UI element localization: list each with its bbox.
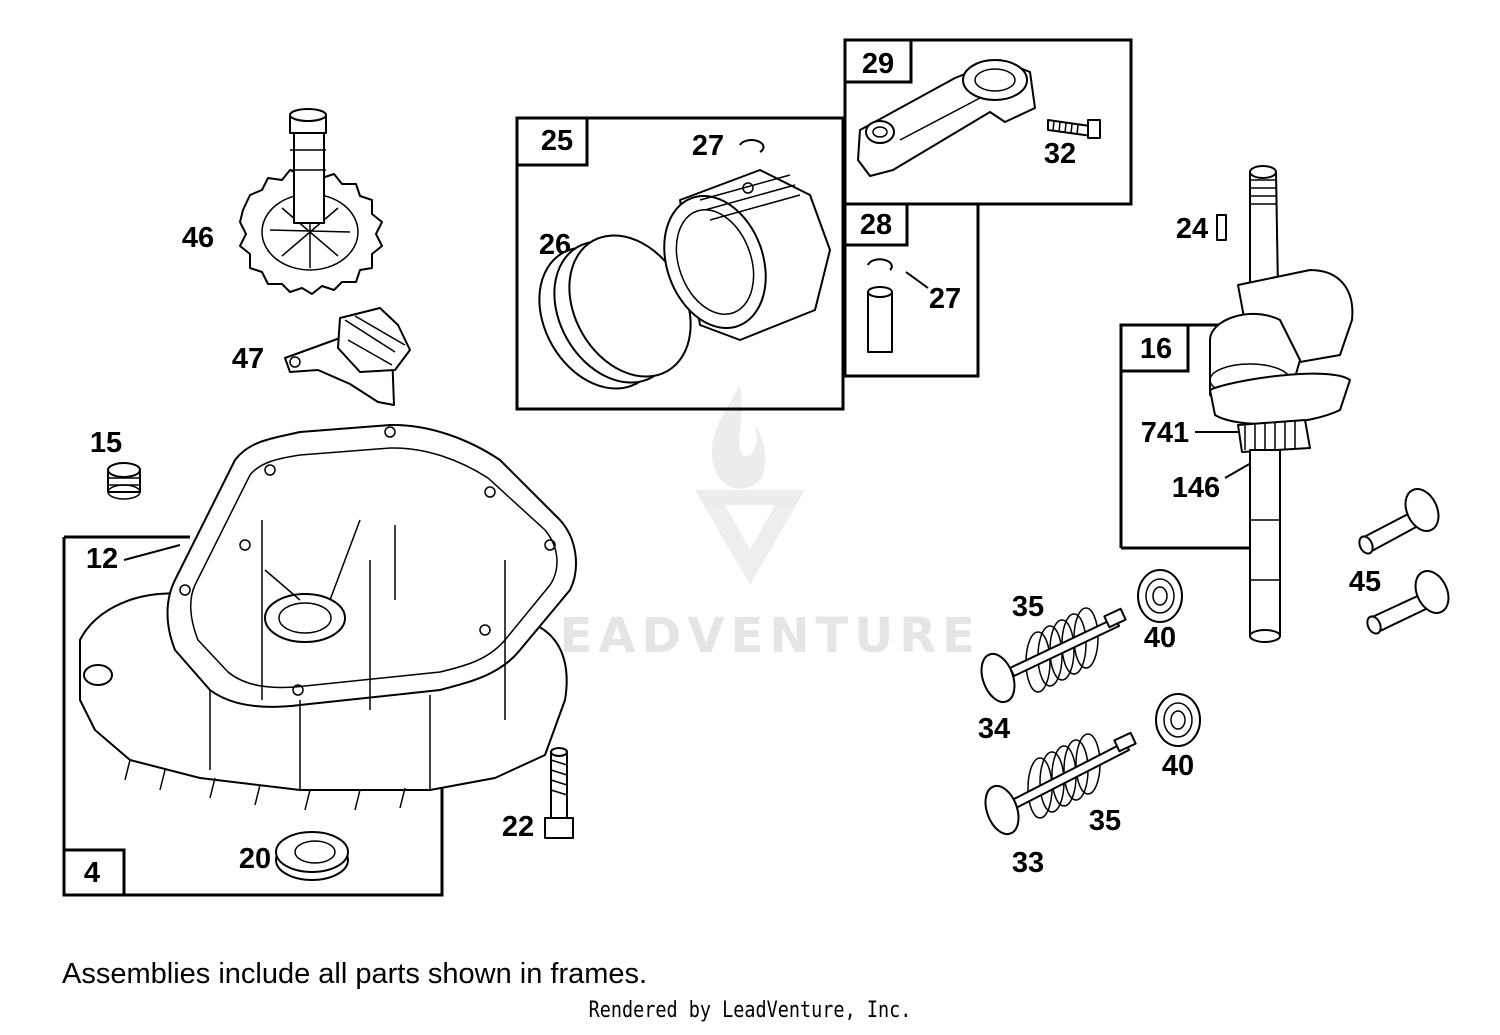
callout-34: 34: [978, 713, 1010, 745]
frame-25: 25 27 26: [515, 116, 845, 411]
callout-15: 15: [90, 427, 122, 459]
callout-4: 4: [84, 857, 100, 889]
valve-retainer-lower: [1155, 693, 1201, 747]
callout-25: 25: [541, 125, 573, 157]
sump-housing: [79, 423, 577, 811]
callout-22: 22: [502, 811, 534, 843]
valve-retainer-upper: [1137, 569, 1183, 623]
callout-40-upper: 40: [1144, 622, 1176, 654]
valve-lifter-lower: [1366, 570, 1450, 635]
callout-741: 741: [1141, 417, 1189, 449]
connecting-rod: [857, 59, 1036, 177]
camshaft-gear: [239, 108, 383, 295]
callout-27-pin: 27: [929, 283, 961, 315]
assembly-note: Assemblies include all parts shown in fr…: [62, 958, 648, 990]
circlip: [739, 139, 765, 153]
callout-33: 33: [1012, 847, 1044, 879]
callout-28: 28: [860, 209, 892, 241]
callout-35-lower: 35: [1089, 805, 1121, 837]
rod-bolt: [1047, 119, 1101, 139]
callout-12: 12: [86, 543, 118, 575]
pin-clip: [867, 258, 893, 271]
piston-pin: [867, 286, 893, 353]
frame-16: 16 741 146: [1119, 323, 1266, 550]
callout-47: 47: [232, 343, 264, 375]
callout-40-lower: 40: [1162, 750, 1194, 782]
callout-20: 20: [239, 843, 271, 875]
callout-45: 45: [1349, 566, 1381, 598]
drain-plug: [107, 462, 141, 500]
flywheel-key: [1216, 214, 1227, 241]
frame-29: 29 32: [843, 38, 1133, 206]
callout-29: 29: [862, 48, 894, 80]
callout-32: 32: [1044, 138, 1076, 170]
frame-28: 28 27: [843, 202, 980, 378]
callout-16: 16: [1140, 333, 1172, 365]
callout-146: 146: [1172, 472, 1220, 504]
exhaust-valve: [984, 731, 1137, 836]
valve-lifter-upper: [1358, 488, 1440, 555]
leadventure-watermark-logo: [695, 385, 805, 585]
piston-rings: [538, 234, 692, 390]
governor-assembly: [284, 307, 411, 406]
intake-valve: [980, 607, 1127, 704]
oil-seal: [275, 831, 349, 881]
render-credit: Rendered by LeadVenture, Inc.: [588, 998, 912, 1023]
watermark-text: LEADVENTURE: [523, 608, 981, 664]
piston: [663, 169, 831, 341]
sump-bolt: [544, 747, 574, 839]
frame-4: 4 12: [62, 535, 444, 897]
callout-35-upper: 35: [1012, 591, 1044, 623]
callout-27: 27: [692, 130, 724, 162]
callout-24: 24: [1176, 213, 1208, 245]
callout-46: 46: [182, 222, 214, 254]
crankshaft: [1209, 165, 1354, 643]
